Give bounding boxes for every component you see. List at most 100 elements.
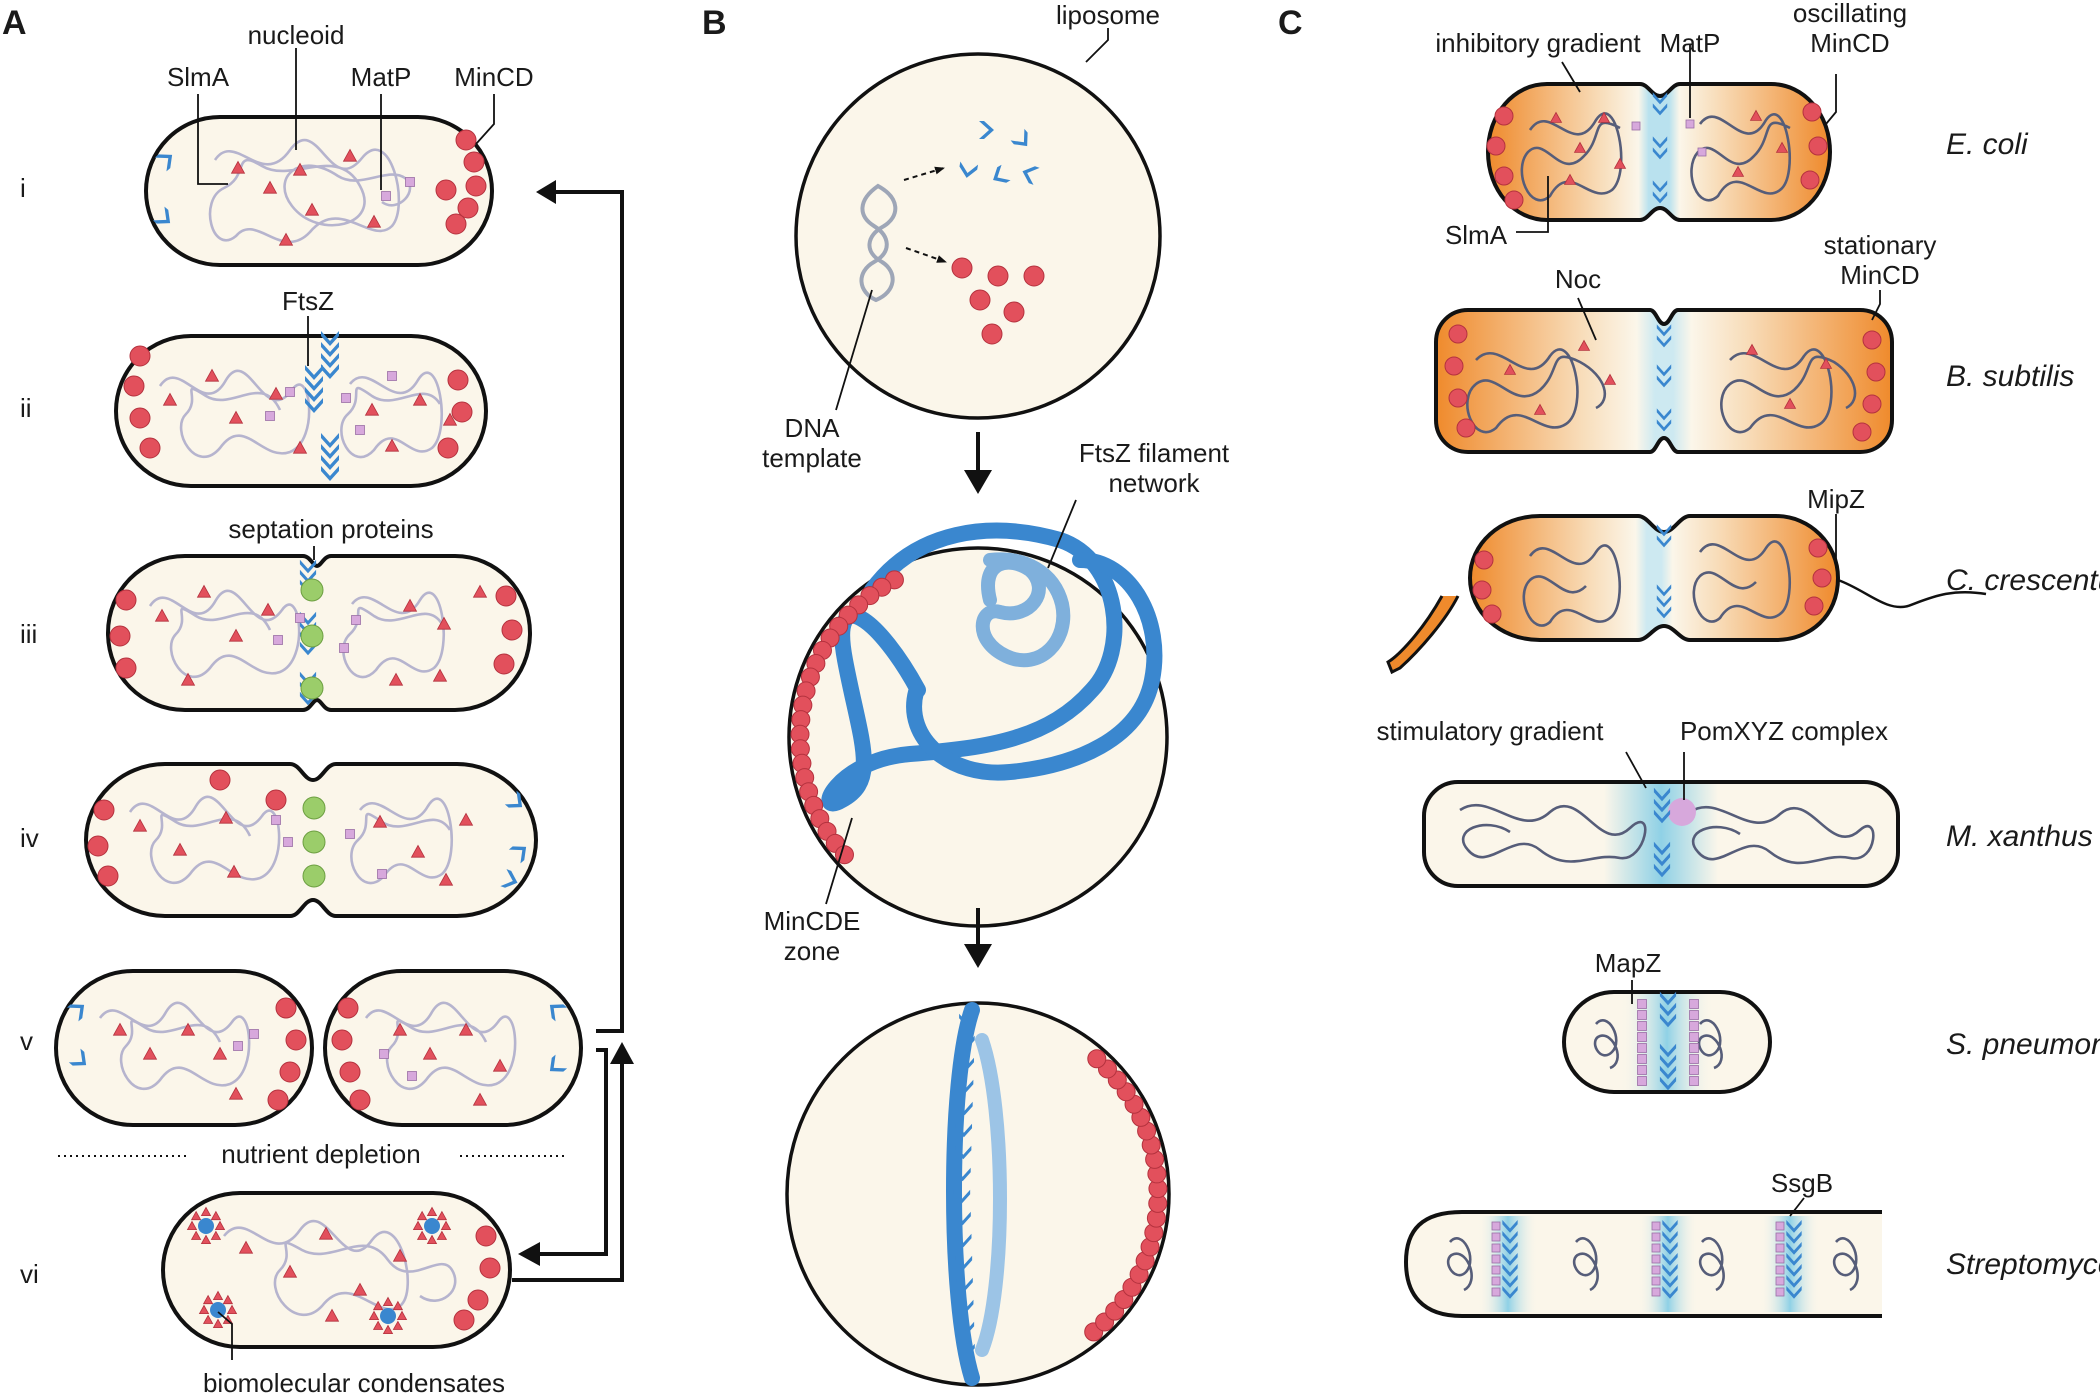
cycle-arrow-head-up (610, 1042, 634, 1064)
nucleoid-dna (98, 1001, 251, 1090)
mincd-protein (93, 799, 115, 821)
slma-protein (442, 412, 458, 426)
ftsz-monomer (1659, 1054, 1677, 1069)
ftsz-monomer (321, 466, 339, 481)
matp-protein (283, 837, 293, 847)
dna-template-helix (859, 183, 898, 303)
matp-protein (1775, 1232, 1785, 1242)
ftsz-monomer (1502, 1253, 1518, 1266)
ftsz-monomer (1662, 1275, 1678, 1288)
species-label-e-coli: E. coli (1946, 128, 2029, 161)
matp-protein (1491, 1276, 1501, 1286)
mipz-label: MipZ (1807, 484, 1865, 514)
mincd-protein (1474, 550, 1494, 570)
mincd-protein (437, 437, 459, 459)
matp-protein (1689, 1010, 1699, 1020)
ftsz-monomer (305, 365, 323, 380)
species-label-streptomyces: Streptomyces (1946, 1248, 2100, 1281)
slma-protein (436, 1210, 448, 1221)
mincd-protein (1494, 166, 1514, 186)
slma-protein (392, 1300, 404, 1311)
slma-protein (436, 616, 452, 630)
slma-protein (190, 1210, 202, 1221)
ftsz-monomer (321, 353, 339, 368)
matp-protein (1491, 1243, 1501, 1253)
stage-label-ii: ii (20, 393, 32, 423)
mincd-protein (349, 1089, 371, 1111)
mincd-protein (209, 769, 231, 791)
matp-protein (265, 411, 275, 421)
matp-protein (1651, 1265, 1661, 1275)
mincd-protein (475, 1225, 497, 1247)
mincd-protein (1504, 190, 1524, 210)
ftsz-monomer (1786, 1253, 1802, 1266)
slma-protein (172, 842, 188, 856)
pomxyz-complex (1668, 798, 1696, 826)
ftsz-monomer (1786, 1231, 1802, 1244)
leader-slma (197, 94, 228, 185)
ftsz-monomer (955, 1255, 973, 1270)
condensate-core (210, 1302, 226, 1318)
ftsz-network-label-line1: FtsZ filament (1079, 438, 1230, 468)
stage-label-iv: iv (20, 823, 39, 853)
ftsz-monomer (1656, 606, 1672, 619)
mincd-protein (1802, 102, 1822, 122)
slma-protein (458, 812, 474, 826)
slma-protein (196, 584, 212, 598)
nucleoid-dna-right (1690, 113, 1792, 202)
mincd-protein (97, 865, 119, 887)
cell-stage-v-left (54, 969, 314, 1127)
slma-protein (268, 386, 284, 400)
ftsz-monomer (299, 559, 317, 574)
matp-protein (1631, 121, 1641, 131)
slma-protein (352, 1282, 368, 1296)
ftsz-monomer (508, 846, 527, 864)
mincd-protein (1456, 418, 1476, 438)
leader-slma-c (1516, 176, 1549, 233)
ftsz-monomer (955, 1233, 972, 1248)
slma-protein (226, 1304, 238, 1314)
mincd-protein (87, 835, 109, 857)
nucleoid-dna-2 (1572, 1237, 1599, 1292)
matp-protein (1775, 1243, 1785, 1253)
slma-protein (368, 1310, 380, 1320)
matp-protein (295, 613, 305, 623)
mincd-protein (123, 375, 145, 397)
septation-protein (302, 796, 326, 820)
ftsz-monomer (1786, 1242, 1802, 1255)
matp-protein (1491, 1254, 1501, 1264)
matp-protein (1491, 1287, 1501, 1297)
ftsz-monomer (1653, 787, 1671, 802)
matp-protein (1689, 1032, 1699, 1042)
ftsz-monomer (1653, 809, 1671, 824)
mincd-protein (1486, 136, 1506, 156)
matp-protein (1637, 1021, 1647, 1031)
ftsz-monomer (1659, 991, 1677, 1006)
panel-letter-c: C (1278, 4, 1303, 42)
mincd-protein (457, 197, 479, 219)
cell-c-crescentus (1386, 514, 1987, 675)
slma-protein (392, 1022, 408, 1036)
mincd-protein (129, 407, 151, 429)
ftsz-monomer (500, 869, 518, 888)
condensate-core (380, 1308, 396, 1324)
ftsz-monomer (1656, 364, 1672, 377)
matp-protein (1651, 1243, 1661, 1253)
slma-protein (292, 440, 308, 454)
matp-protein (1689, 1076, 1699, 1086)
ftsz-monomer (1786, 1264, 1802, 1277)
leader-stationary-mincd (1871, 290, 1881, 321)
mincd-protein (129, 345, 151, 367)
slma-protein (180, 1022, 196, 1036)
flagellum (1837, 578, 1987, 609)
ftsz-monomer (1656, 535, 1672, 548)
cell-stage-i (144, 115, 494, 267)
ftsz-monomer (956, 1101, 973, 1116)
mincd-protein (987, 265, 1009, 287)
slma-protein (304, 202, 320, 216)
ftsz-monomer (1786, 1275, 1802, 1288)
nucleoid-dna-right (342, 591, 445, 679)
biomolecular-condensate (412, 1206, 452, 1244)
mincd-protein (447, 369, 469, 391)
